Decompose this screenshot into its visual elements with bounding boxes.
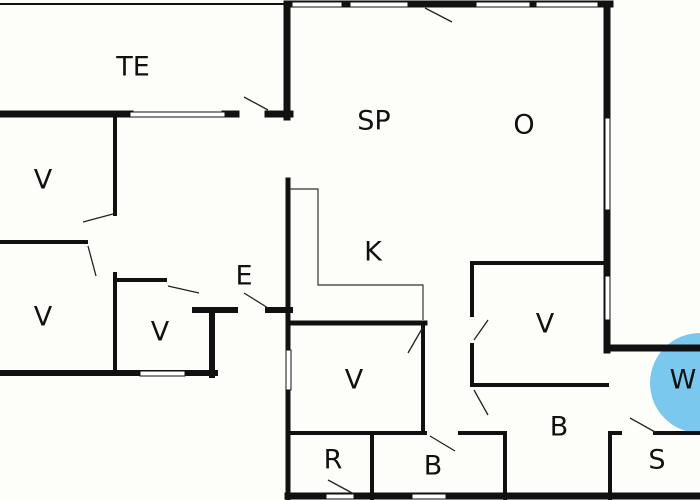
room-label-v: V — [345, 365, 364, 396]
room-label-w: W — [670, 365, 697, 396]
kitchen-counter — [290, 188, 424, 320]
room-label-sp: SP — [357, 106, 390, 137]
room-label-e: E — [235, 261, 252, 292]
door-swings — [82, 7, 656, 495]
room-label-v: V — [34, 302, 53, 333]
room-label-te: TE — [115, 52, 150, 83]
room-label-k: K — [364, 237, 383, 268]
room-label-v: V — [34, 165, 53, 196]
windows — [129, 1, 611, 500]
room-label-r: R — [324, 445, 343, 476]
room-label-v: V — [536, 309, 555, 340]
w-highlight-marker[interactable] — [650, 333, 700, 433]
room-label-b: B — [424, 451, 443, 482]
room-label-b: B — [550, 412, 569, 443]
room-label-v: V — [151, 317, 170, 348]
room-label-o: O — [513, 110, 534, 141]
room-label-s: S — [648, 445, 665, 476]
room-labels: TE SP O V K E V V V V W B R B S — [34, 52, 697, 482]
